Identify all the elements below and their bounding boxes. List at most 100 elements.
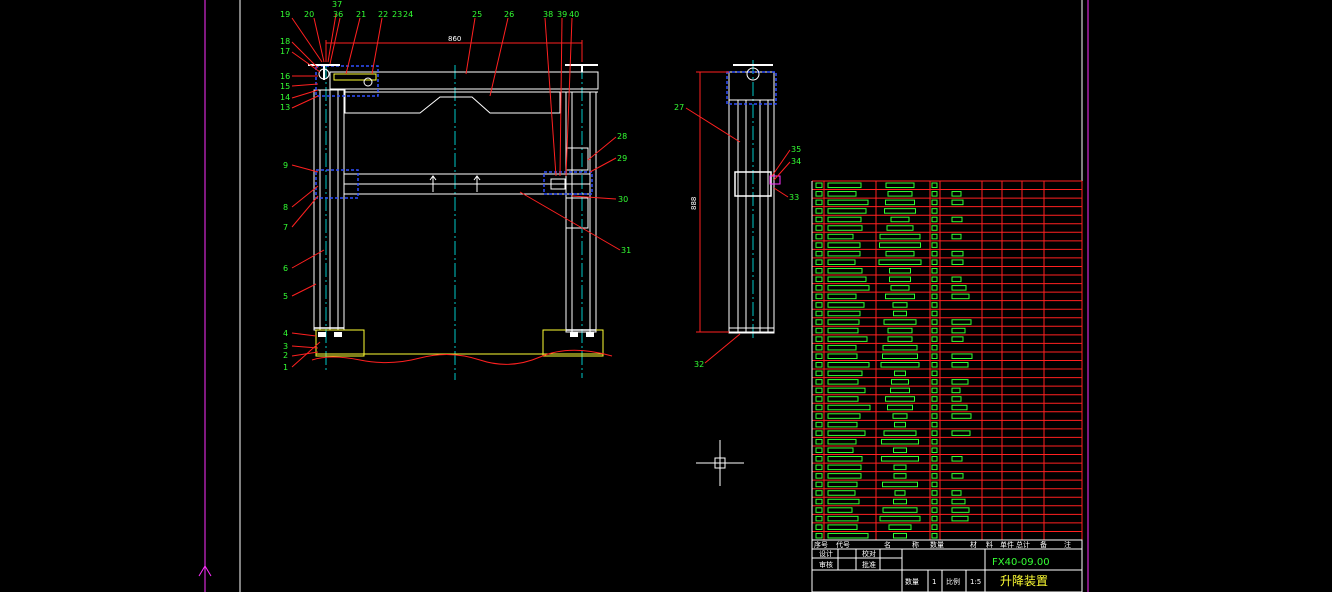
bom-cell-text	[931, 447, 938, 454]
bom-cell-text	[827, 464, 862, 471]
bom-cell-text	[827, 267, 863, 274]
bom-cell-text	[887, 327, 913, 334]
bom-cell-text	[878, 259, 922, 265]
bom-cell-text	[893, 447, 907, 454]
bom-cell-text	[815, 310, 823, 317]
bom-cell-text	[893, 498, 907, 505]
bom-cell-text	[815, 507, 823, 513]
bom-cell-text	[827, 532, 869, 539]
bom-cell-text	[931, 208, 938, 214]
bom-cell-text	[890, 285, 910, 291]
bom-cell-text	[884, 208, 916, 214]
bom-cell-text	[931, 216, 938, 223]
bom-cell-text	[931, 464, 938, 471]
header-col: 注	[1064, 540, 1071, 549]
part-label: 20	[304, 10, 314, 19]
part-label: 29	[617, 154, 627, 163]
bom-cell-text	[815, 515, 823, 522]
bom-cell-text	[815, 285, 823, 291]
bom-cell-text	[815, 191, 823, 197]
bom-cell-text	[951, 490, 962, 496]
part-label: 14	[280, 93, 290, 102]
crosshair-cursor[interactable]	[696, 440, 744, 486]
part-label: 25	[472, 10, 482, 19]
part-label: 3	[283, 342, 288, 351]
bom-cell-text	[815, 336, 823, 342]
bom-cell-text	[931, 276, 938, 283]
bom-cell-text	[885, 199, 915, 206]
bom-cell-text	[951, 498, 966, 505]
designer-label: 设计	[819, 549, 833, 558]
bom-cell-text	[891, 379, 909, 385]
bom-cell-text	[815, 370, 823, 377]
parts-list-table	[811, 180, 1083, 541]
bom-cell-text	[887, 404, 913, 411]
part-label: 39	[557, 10, 567, 19]
approver-label: 批准	[862, 560, 876, 569]
bom-cell-text	[882, 344, 918, 351]
bom-cell-text	[827, 199, 869, 206]
header-col: 备	[1040, 540, 1047, 549]
bom-cell-text	[827, 524, 858, 530]
side-view: 888 27 35 34 33 32	[674, 60, 801, 369]
bom-cell-text	[815, 421, 823, 428]
bom-cell-text	[827, 319, 860, 325]
bom-cell-text	[893, 473, 907, 479]
bom-cell-text	[890, 387, 910, 394]
bom-cell-text	[885, 182, 915, 189]
bom-cell-text	[931, 182, 938, 189]
bom-cell-text	[931, 421, 938, 428]
bom-cell-text	[827, 430, 866, 436]
part-label: 34	[791, 157, 801, 166]
bom-cell-text	[887, 336, 913, 342]
part-label: 5	[283, 292, 288, 301]
bom-cell-text	[879, 515, 921, 522]
part-label: 24	[403, 10, 413, 19]
bom-cell-text	[951, 430, 971, 436]
header-col: 序号	[814, 540, 828, 549]
bom-cell-text	[893, 310, 907, 317]
part-label: 8	[283, 203, 288, 212]
bom-cell-text	[951, 413, 972, 419]
bom-cell-text	[951, 259, 964, 265]
bom-cell-text	[951, 456, 963, 462]
bom-cell-text	[827, 481, 858, 488]
bom-cell-text	[827, 225, 863, 231]
bom-cell-text	[931, 515, 938, 522]
part-label: 17	[280, 47, 290, 56]
bom-cell-text	[815, 293, 823, 300]
bom-cell-text	[931, 413, 938, 419]
bom-cell-text	[931, 481, 938, 488]
bom-cell-text	[951, 362, 969, 368]
bom-cell-text	[815, 473, 823, 479]
bom-cell-text	[931, 387, 938, 394]
bom-cell-text	[827, 507, 853, 513]
part-label: 30	[618, 195, 628, 204]
part-label: 16	[280, 72, 290, 81]
bom-cell-text	[882, 481, 918, 488]
bom-cell-text	[951, 515, 969, 522]
bom-cell-text	[892, 413, 908, 419]
part-label: 7	[283, 223, 288, 232]
bom-cell-text	[827, 191, 857, 197]
bom-cell-text	[827, 336, 868, 342]
bom-cell-text	[889, 276, 911, 283]
bom-cell-text	[827, 421, 858, 428]
bom-cell-text	[815, 532, 823, 539]
bom-cell-text	[885, 396, 915, 402]
bom-cell-text	[827, 515, 859, 522]
bom-cell-text	[951, 336, 964, 342]
part-label: 19	[280, 10, 290, 19]
part-label: 32	[694, 360, 704, 369]
bom-cell-text	[931, 327, 938, 334]
bom-cell-text	[827, 216, 862, 223]
bom-cell-text	[827, 344, 857, 351]
bom-cell-text	[951, 191, 962, 197]
bom-cell-text	[827, 379, 859, 385]
bom-cell-text	[931, 225, 938, 231]
part-label: 6	[283, 264, 288, 273]
bom-cell-text	[827, 276, 867, 283]
bom-cell-text	[827, 473, 862, 479]
